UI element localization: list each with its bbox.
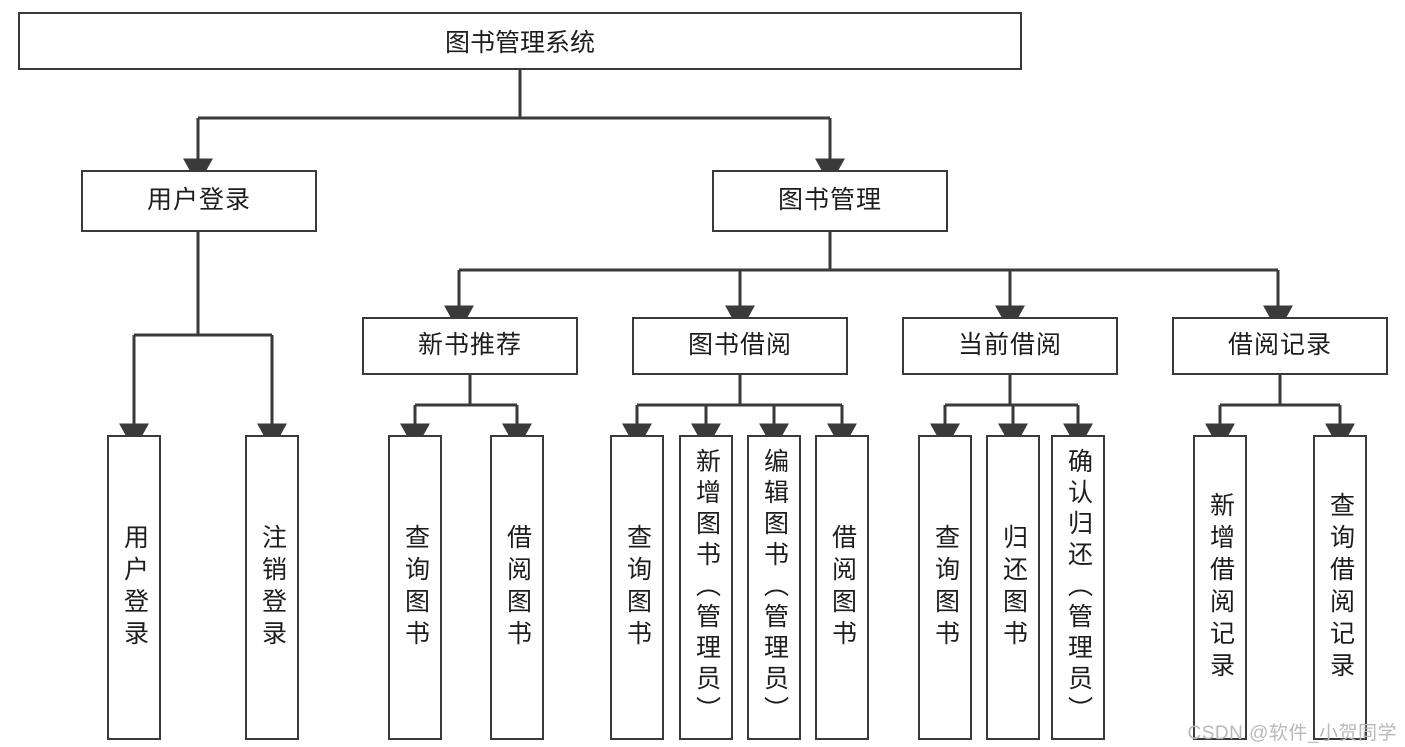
node-leaf-add-book-admin[interactable]: 新增图书（管理员） [679,435,733,740]
node-leaf-borrow-book-recommend[interactable]: 借阅图书 [490,435,544,740]
node-root[interactable]: 图书管理系统 [18,12,1022,70]
node-level1-book-management[interactable]: 图书管理 [712,170,948,232]
node-level2-current-borrow[interactable]: 当前借阅 [902,317,1118,375]
node-leaf-query-borrow-record[interactable]: 查询借阅记录 [1313,435,1367,740]
node-leaf-user-login[interactable]: 用户登录 [107,435,161,740]
node-leaf-return-book[interactable]: 归还图书 [986,435,1040,740]
node-leaf-add-borrow-record[interactable]: 新增借阅记录 [1193,435,1247,740]
node-level2-book-borrow[interactable]: 图书借阅 [632,317,848,375]
node-leaf-confirm-return-admin[interactable]: 确认归还（管理员） [1051,435,1105,740]
node-leaf-query-book-borrow[interactable]: 查询图书 [610,435,664,740]
node-level2-borrow-records[interactable]: 借阅记录 [1172,317,1388,375]
node-leaf-query-book-current[interactable]: 查询图书 [918,435,972,740]
node-level1-user-login[interactable]: 用户登录 [81,170,317,232]
node-level2-new-book-recommend[interactable]: 新书推荐 [362,317,578,375]
node-leaf-logout[interactable]: 注销登录 [245,435,299,740]
node-leaf-query-book-recommend[interactable]: 查询图书 [388,435,442,740]
node-leaf-borrow-book[interactable]: 借阅图书 [815,435,869,740]
node-leaf-edit-book-admin[interactable]: 编辑图书（管理员） [747,435,801,740]
csdn-watermark: CSDN @软件_小贺同学 [1187,723,1397,744]
